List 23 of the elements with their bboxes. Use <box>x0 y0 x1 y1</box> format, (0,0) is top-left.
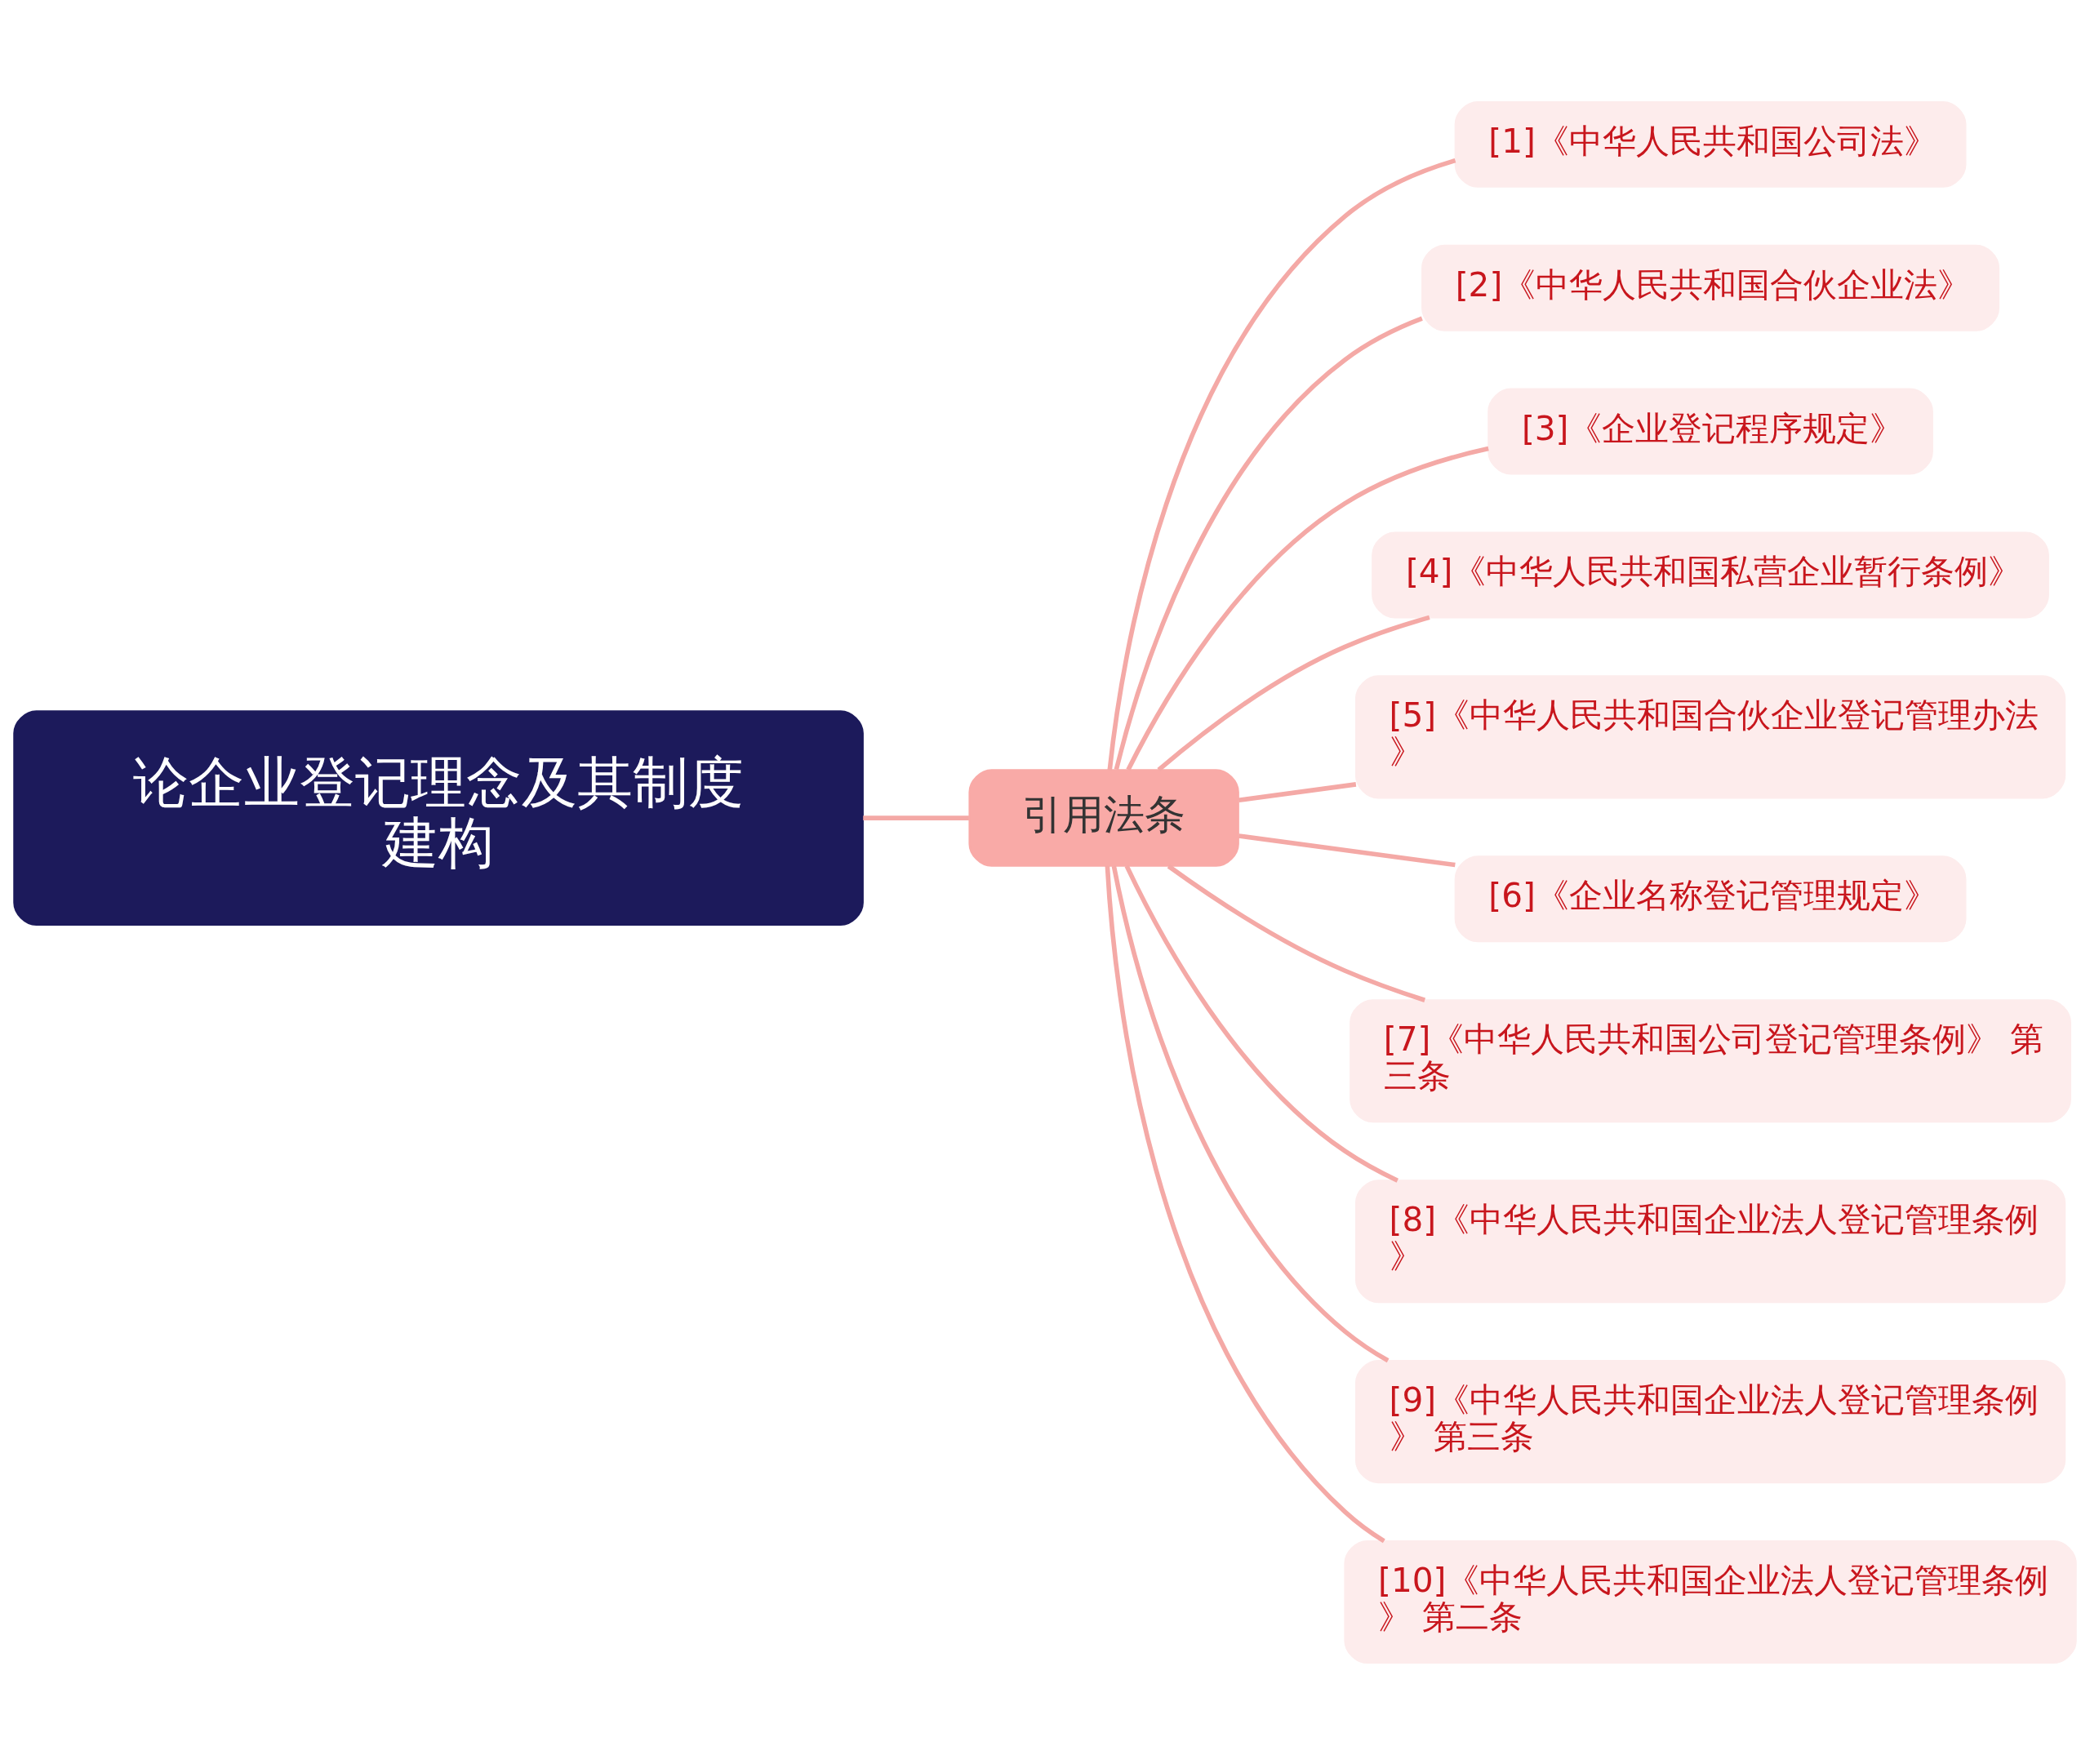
connector <box>1238 833 1456 867</box>
connector <box>1126 446 1489 771</box>
node-box: [8]《中华人民共和国企业法人登记管理条例》 <box>1354 1179 2066 1303</box>
connector <box>1107 158 1456 771</box>
connector <box>1105 865 1385 1543</box>
node-box: [5]《中华人民共和国合伙企业登记管理办法》 <box>1354 674 2066 798</box>
node-box: 引用法条 <box>968 768 1239 867</box>
node-box: [4]《中华人民共和国私营企业暂行条例》 <box>1372 531 2049 618</box>
connector <box>1157 615 1430 771</box>
connector <box>1111 864 1390 1362</box>
connector <box>1167 864 1426 1002</box>
connector <box>1238 781 1357 802</box>
connector <box>1124 864 1399 1183</box>
node-box: [9]《中华人民共和国企业法人登记管理条例》 第三条 <box>1354 1359 2066 1483</box>
node-box: [7]《中华人民共和国公司登记管理条例》 第三条 <box>1350 998 2071 1122</box>
node-box: [1]《中华人民共和国公司法》 <box>1454 100 1967 188</box>
node-box: [6]《企业名称登记管理规定》 <box>1454 855 1967 942</box>
node-box: [2]《中华人民共和国合伙企业法》 <box>1421 244 2000 331</box>
node-box: [3]《企业登记程序规定》 <box>1487 388 1933 475</box>
node-box: [10]《中华人民共和国企业法人登记管理条例》 第二条 <box>1344 1540 2077 1664</box>
connector <box>1114 316 1423 770</box>
node-box: 论企业登记理念及其制度建构 <box>13 709 864 926</box>
connector <box>863 815 969 820</box>
